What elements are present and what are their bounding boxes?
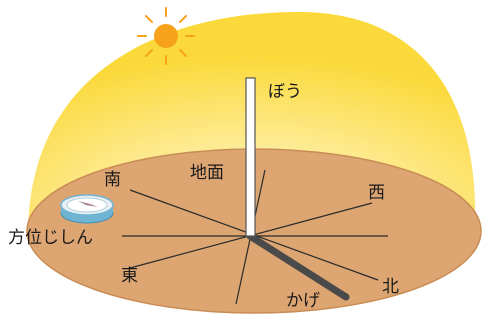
label-compass: 方位じしん bbox=[8, 228, 93, 248]
label-south: 南 bbox=[104, 170, 121, 190]
pole-shadow bbox=[246, 232, 350, 301]
label-east: 東 bbox=[121, 266, 138, 286]
pole bbox=[245, 77, 256, 237]
label-pole: ぼう bbox=[268, 82, 302, 102]
compass-icon bbox=[60, 194, 114, 224]
label-ground: 地面 bbox=[190, 163, 224, 183]
sun-icon bbox=[137, 7, 195, 65]
label-west: 西 bbox=[368, 183, 385, 203]
label-north: 北 bbox=[382, 277, 399, 297]
label-shadow: かげ bbox=[286, 291, 320, 311]
